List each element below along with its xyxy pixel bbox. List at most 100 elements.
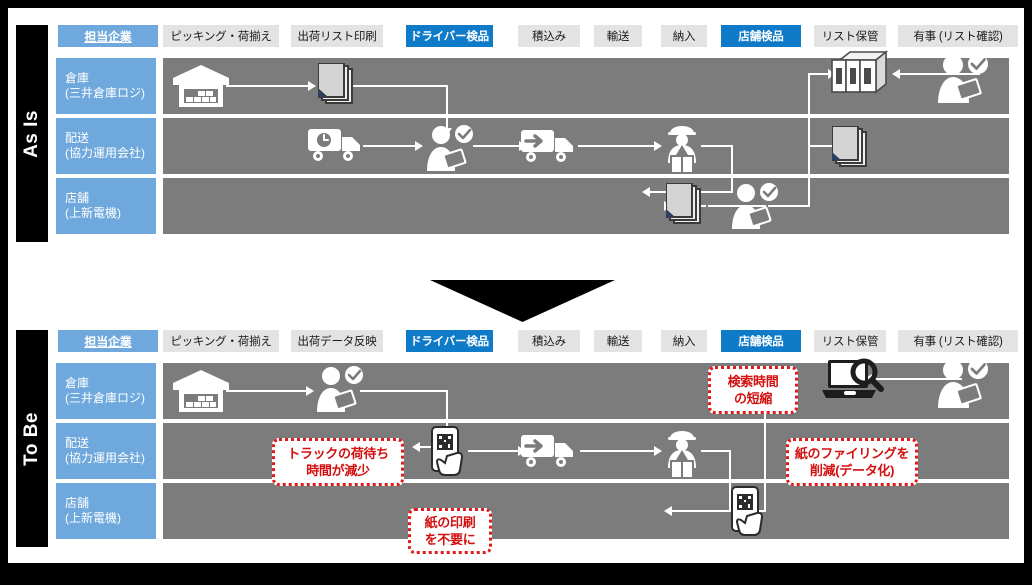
lane-label-delivery-to-be: 配送 (協力運用会社) — [56, 423, 156, 479]
connector-line — [580, 450, 656, 452]
person-inspecting-tablet-icon — [313, 366, 365, 414]
chip-delivery-to-be[interactable]: 納入 — [661, 330, 707, 352]
connector-line — [363, 145, 417, 147]
truck-clock-icon — [308, 127, 366, 163]
warehouse-icon — [173, 370, 229, 412]
chip-shipdata-to-be[interactable]: 出荷データ反映 — [291, 330, 383, 352]
callout-line-2: の短縮 — [733, 391, 773, 406]
lane-body-store-as-is — [163, 178, 1009, 234]
connector-line — [729, 450, 731, 512]
chip-loading-as-is[interactable]: 積込み — [518, 25, 580, 47]
lane-title: 店舗 — [65, 191, 90, 205]
mobile-barcode-scan-icon — [730, 486, 770, 536]
connector-line — [870, 378, 962, 380]
document-stack-icon — [318, 63, 356, 107]
diagram-frame: As Is 担当企業 ピッキング・荷揃え 出荷リスト印刷 ドライバー検品 積込み… — [8, 8, 1024, 563]
chip-driver-to-be[interactable]: ドライバー検品 — [406, 330, 493, 352]
lane-title: 配送 — [65, 436, 90, 450]
chip-owner-as-is[interactable]: 担当企業 — [58, 25, 158, 47]
chip-store-to-be[interactable]: 店舗検品 — [721, 330, 801, 352]
binder-archive-icon — [828, 50, 890, 96]
chip-transport-to-be[interactable]: 輸送 — [594, 330, 642, 352]
connector-line — [708, 205, 766, 207]
chip-delivery-as-is[interactable]: 納入 — [661, 25, 707, 47]
connector-arrow — [308, 81, 316, 91]
connector-line — [670, 510, 730, 512]
connector-line — [808, 73, 830, 75]
lane-title: 店舗 — [65, 496, 90, 510]
connector-line — [226, 85, 310, 87]
chip-incident-to-be[interactable]: 有事 (リスト確認) — [898, 330, 1018, 352]
lane-store-as-is: 店舗 (上新電機) — [8, 178, 1024, 234]
lane-body-store-to-be — [163, 483, 1009, 539]
callout-truck-wait: トラックの荷待ち 時間が減少 — [272, 438, 404, 486]
chip-storage-as-is[interactable]: リスト保管 — [814, 25, 886, 47]
connector-line — [578, 145, 656, 147]
callout-line-2: 削減(データ化) — [809, 463, 895, 478]
chip-picking-to-be[interactable]: ピッキング・荷揃え — [163, 330, 279, 352]
chip-transport-as-is[interactable]: 輸送 — [594, 25, 642, 47]
truck-loading-icon — [521, 433, 579, 469]
chip-store-as-is[interactable]: 店舗検品 — [721, 25, 801, 47]
lane-title: 倉庫 — [65, 376, 90, 390]
column-header-row-to-be: 担当企業 ピッキング・荷揃え 出荷データ反映 ドライバー検品 積込み 輸送 納入… — [8, 330, 1024, 352]
transition-down-arrow-icon — [430, 280, 615, 322]
warehouse-icon — [173, 65, 229, 107]
lane-label-store-as-is: 店舗 (上新電機) — [56, 178, 156, 234]
connector-arrow — [642, 187, 650, 197]
mobile-barcode-scan-icon — [430, 426, 470, 476]
person-inspecting-tablet-icon — [933, 358, 991, 410]
connector-line — [446, 85, 448, 131]
column-header-row-as-is: 担当企業 ピッキング・荷揃え 出荷リスト印刷 ドライバー検品 積込み 輸送 納入… — [8, 25, 1024, 47]
chip-incident-as-is[interactable]: 有事 (リスト確認) — [898, 25, 1018, 47]
callout-paper-filing: 紙のファイリングを 削減(データ化) — [786, 438, 918, 486]
lane-subtitle: (三井倉庫ロジ) — [65, 86, 145, 100]
connector-line — [808, 73, 810, 205]
callout-line-1: 検索時間 — [727, 374, 779, 389]
laptop-search-icon — [820, 358, 886, 404]
lane-subtitle: (三井倉庫ロジ) — [65, 391, 145, 405]
connector-arrow — [415, 141, 423, 151]
delivery-person-box-icon — [658, 428, 706, 480]
connector-line — [731, 145, 733, 193]
lane-label-delivery-as-is: 配送 (協力運用会社) — [56, 118, 156, 174]
chip-printlist-as-is[interactable]: 出荷リスト印刷 — [291, 25, 383, 47]
connector-arrow — [892, 69, 900, 79]
person-inspecting-tablet-icon — [423, 125, 475, 173]
connector-line — [701, 145, 733, 147]
chip-storage-to-be[interactable]: リスト保管 — [814, 330, 886, 352]
section-as-is: As Is 担当企業 ピッキング・荷揃え 出荷リスト印刷 ドライバー検品 積込み… — [8, 25, 1024, 242]
lane-title: 配送 — [65, 131, 90, 145]
chip-picking-as-is[interactable]: ピッキング・荷揃え — [163, 25, 279, 47]
chip-driver-as-is[interactable]: ドライバー検品 — [406, 25, 493, 47]
callout-line-2: 時間が減少 — [306, 463, 370, 478]
lane-label-warehouse-to-be: 倉庫 (三井倉庫ロジ) — [56, 363, 156, 419]
callout-line-1: トラックの荷待ち — [287, 446, 389, 461]
connector-line — [768, 205, 810, 207]
connector-arrow — [654, 141, 662, 151]
delivery-person-box-icon — [658, 123, 706, 175]
lane-title: 倉庫 — [65, 71, 90, 85]
lane-label-store-to-be: 店舗 (上新電機) — [56, 483, 156, 539]
connector-line — [808, 145, 834, 147]
person-inspecting-tablet-icon — [933, 53, 991, 105]
connector-line — [360, 390, 448, 392]
truck-loading-icon — [521, 128, 579, 164]
callout-search-time: 検索時間 の短縮 — [708, 366, 798, 414]
document-stack-icon — [666, 183, 704, 227]
document-stack-icon — [832, 126, 870, 170]
callout-no-printing: 紙の印刷 を不要に — [408, 508, 492, 554]
section-label-as-is: As Is — [16, 25, 48, 242]
connector-line — [468, 450, 520, 452]
person-inspecting-tablet-icon — [728, 183, 780, 231]
chip-owner-to-be[interactable]: 担当企業 — [58, 330, 158, 352]
callout-line-2: を不要に — [424, 532, 476, 547]
chip-loading-to-be[interactable]: 積込み — [518, 330, 580, 352]
connector-line — [226, 390, 308, 392]
lane-store-to-be: 店舗 (上新電機) — [8, 483, 1024, 539]
connector-line — [353, 85, 448, 87]
connector-line — [764, 398, 766, 512]
lane-subtitle: (上新電機) — [65, 511, 121, 525]
connector-arrow — [664, 506, 672, 516]
section-to-be: To Be 担当企業 ピッキング・荷揃え 出荷データ反映 ドライバー検品 積込み… — [8, 330, 1024, 554]
